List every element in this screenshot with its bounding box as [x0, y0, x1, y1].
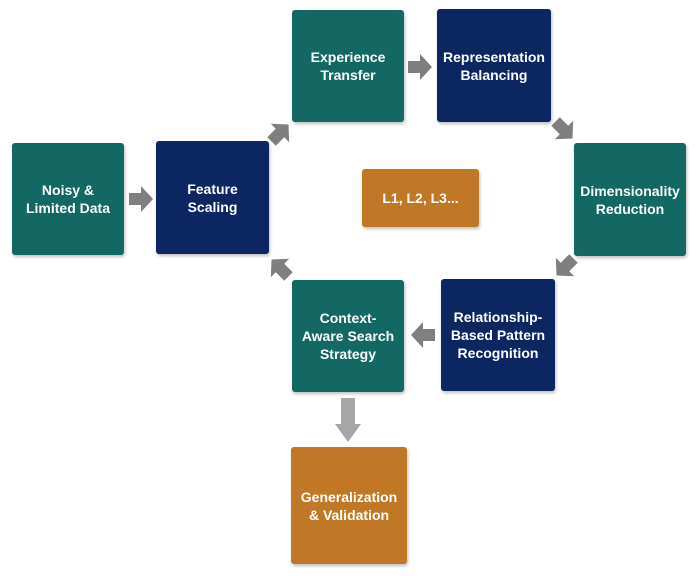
- center-label: L1, L2, L3...: [362, 169, 479, 227]
- node-feature-scaling: Feature Scaling: [156, 141, 269, 254]
- node-generalization-validation: Generalization & Validation: [291, 447, 407, 564]
- node-dimensionality-reduction: Dimensionality Reduction: [574, 143, 686, 256]
- arrow-up-right-icon: [267, 123, 290, 146]
- arrow-down-left-icon: [555, 254, 578, 277]
- arrow-up-left-icon: [270, 258, 293, 281]
- node-representation-balancing: Representation Balancing: [437, 9, 551, 122]
- node-experience-transfer: Experience Transfer: [292, 10, 404, 122]
- node-noisy-limited-data: Noisy & Limited Data: [12, 143, 124, 255]
- arrow-left-icon: [411, 322, 435, 348]
- node-context-aware-search-strategy: Context- Aware Search Strategy: [292, 280, 404, 392]
- arrow-down-right-icon: [551, 117, 574, 140]
- arrow-right-icon: [408, 54, 432, 80]
- arrow-right-icon: [129, 186, 153, 212]
- node-relationship-based-pattern-recognition: Relationship- Based Pattern Recognition: [441, 279, 555, 391]
- arrow-down-icon: [335, 398, 361, 442]
